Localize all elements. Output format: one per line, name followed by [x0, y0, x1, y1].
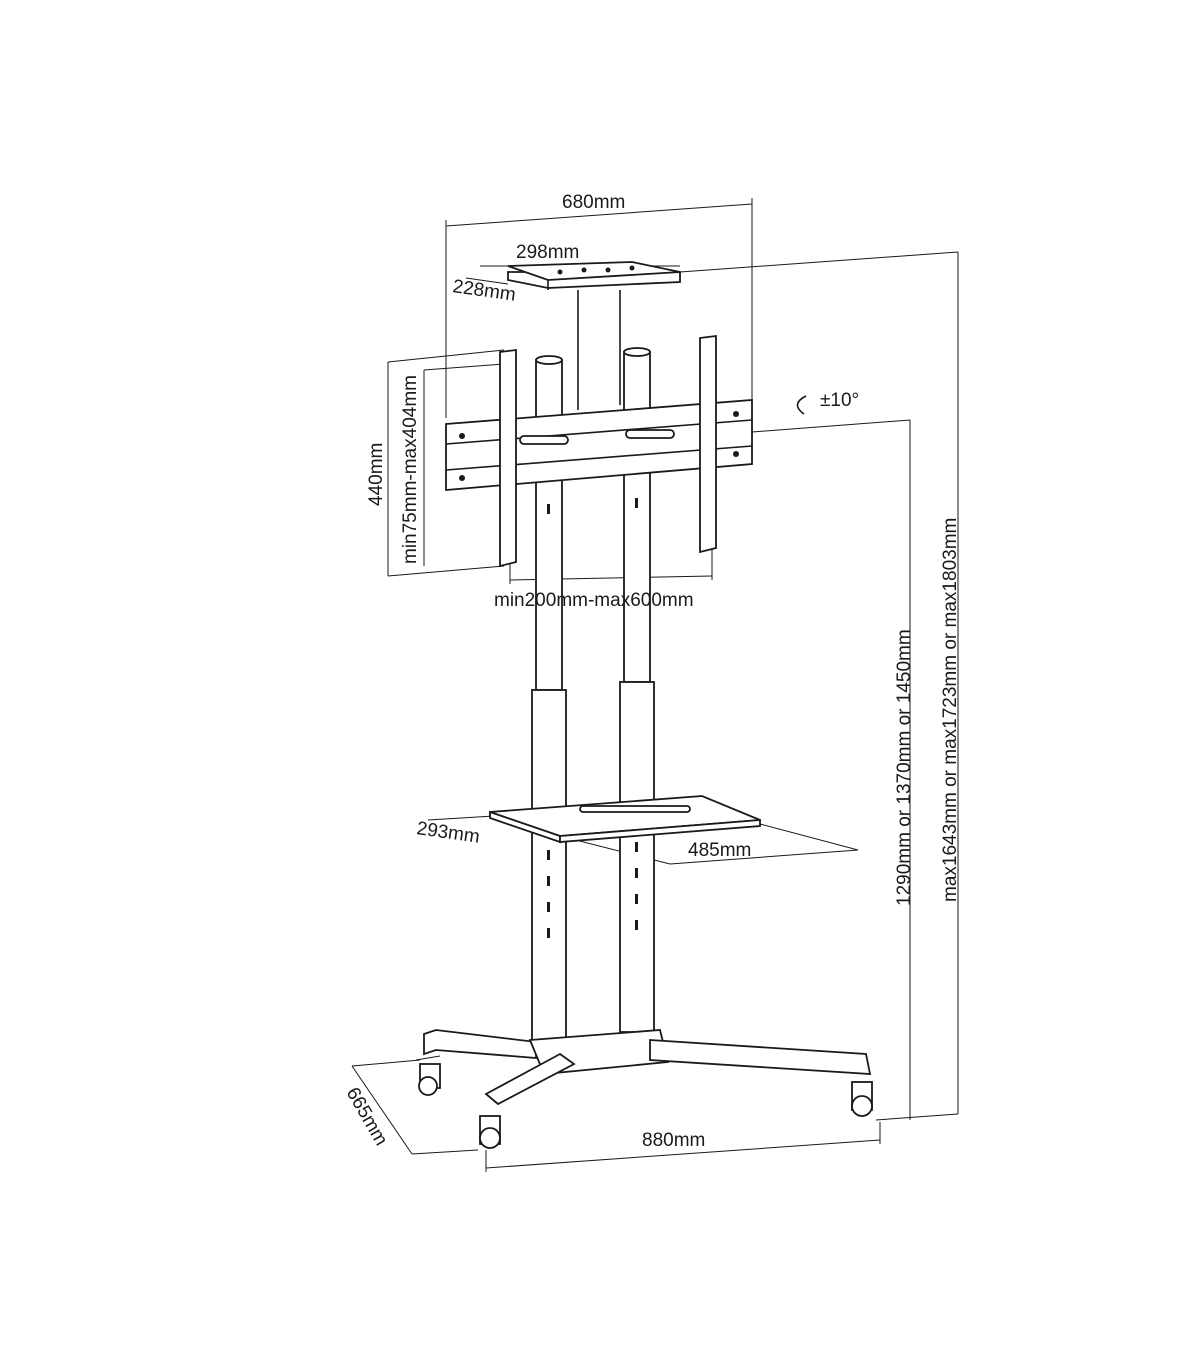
label-tilt: ±10° — [820, 390, 859, 411]
av-shelf — [489, 795, 761, 844]
vesa-arm-left — [499, 348, 517, 568]
base — [415, 1029, 873, 1149]
tilt-arrow-icon — [796, 395, 807, 415]
label-vesa-horizontal: min200mm-max600mm — [494, 590, 694, 611]
vesa-arm-right — [699, 334, 717, 554]
label-bracket-height: 440mm — [366, 443, 387, 506]
dimension-lines — [351, 198, 959, 1172]
label-shelf-depth: 293mm — [415, 818, 481, 848]
camera-tray-top — [507, 261, 681, 410]
label-total-height: max1643mm or max1723mm or max1803mm — [940, 518, 961, 902]
label-base-width: 880mm — [642, 1130, 705, 1151]
label-overall-width: 680mm — [562, 192, 625, 213]
label-base-depth: 665mm — [342, 1084, 392, 1149]
label-mount-height: 1290mm or 1370mm or 1450mm — [894, 629, 915, 906]
label-shelf-width: 485mm — [688, 840, 751, 861]
label-tray-top-width: 298mm — [516, 242, 579, 263]
label-vesa-vertical: min75mm-max404mm — [400, 375, 421, 564]
wall-plate — [445, 399, 753, 491]
